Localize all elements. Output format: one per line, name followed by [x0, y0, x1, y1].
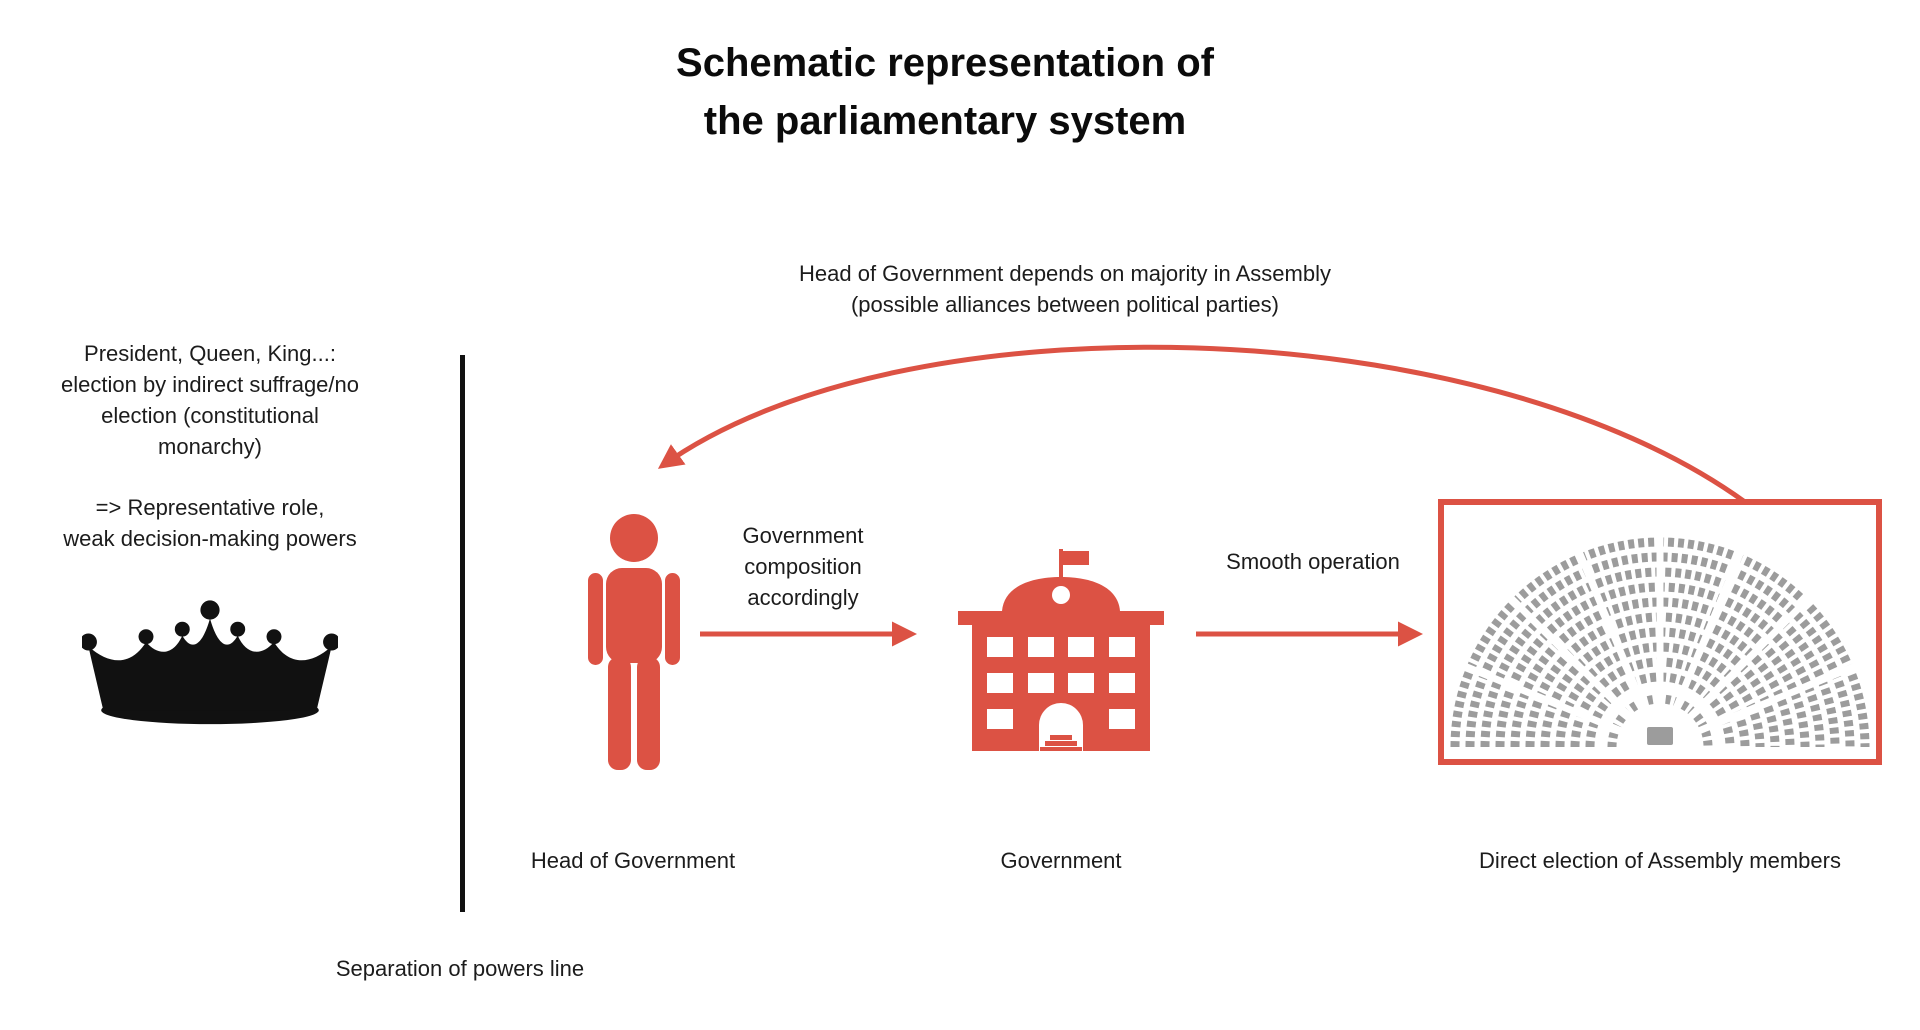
head-of-government-label: Head of Government [530, 848, 736, 873]
crown-icon [82, 588, 338, 728]
hos-p1-line2: election by indirect suffrage/no [61, 372, 359, 397]
person-icon [576, 512, 692, 772]
feedback-arrow [657, 344, 1747, 505]
hos-p1-line3: election (constitutional [101, 403, 319, 428]
composition-caption-line2: composition [744, 554, 862, 579]
head-of-state-para1: President, Queen, King...: election by i… [10, 338, 410, 462]
separation-line-label: Separation of powers line [335, 956, 585, 981]
hos-p2-line2: weak decision-making powers [63, 526, 357, 551]
government-label: Government [1000, 848, 1122, 873]
feedback-arrow-caption: Head of Government depends on majority i… [640, 258, 1490, 320]
feedback-caption-line1: Head of Government depends on majority i… [799, 261, 1331, 286]
hos-p2-line1: => Representative role, [95, 495, 325, 520]
assembly-label: Direct election of Assembly members [1479, 848, 1841, 873]
building-icon [936, 549, 1186, 754]
hos-p1-line1: President, Queen, King...: [84, 341, 336, 366]
person-icon-svg [588, 514, 680, 770]
separation-of-powers-line [460, 355, 465, 912]
head-of-state-description: President, Queen, King...: election by i… [10, 338, 410, 554]
hos-p1-line4: monarchy) [158, 434, 262, 459]
page-title-line2: the parliamentary system [703, 99, 1187, 143]
composition-arrow-caption: Government composition accordingly [703, 520, 903, 613]
feedback-caption-line2: (possible alliances between political pa… [850, 292, 1279, 317]
parliament-icon [1450, 533, 1870, 759]
smooth-operation-caption: Smooth operation [1226, 549, 1400, 574]
head-of-state-para2: => Representative role, weak decision-ma… [10, 492, 410, 554]
crown-icon-svg [82, 600, 338, 725]
page-title-line1: Schematic representation of [676, 41, 1214, 85]
page-title: Schematic representation of the parliame… [460, 34, 1430, 150]
composition-caption-line1: Government [742, 523, 864, 548]
composition-caption-line3: accordingly [747, 585, 859, 610]
building-icon-svg [958, 549, 1164, 751]
assembly-box [1438, 499, 1882, 765]
